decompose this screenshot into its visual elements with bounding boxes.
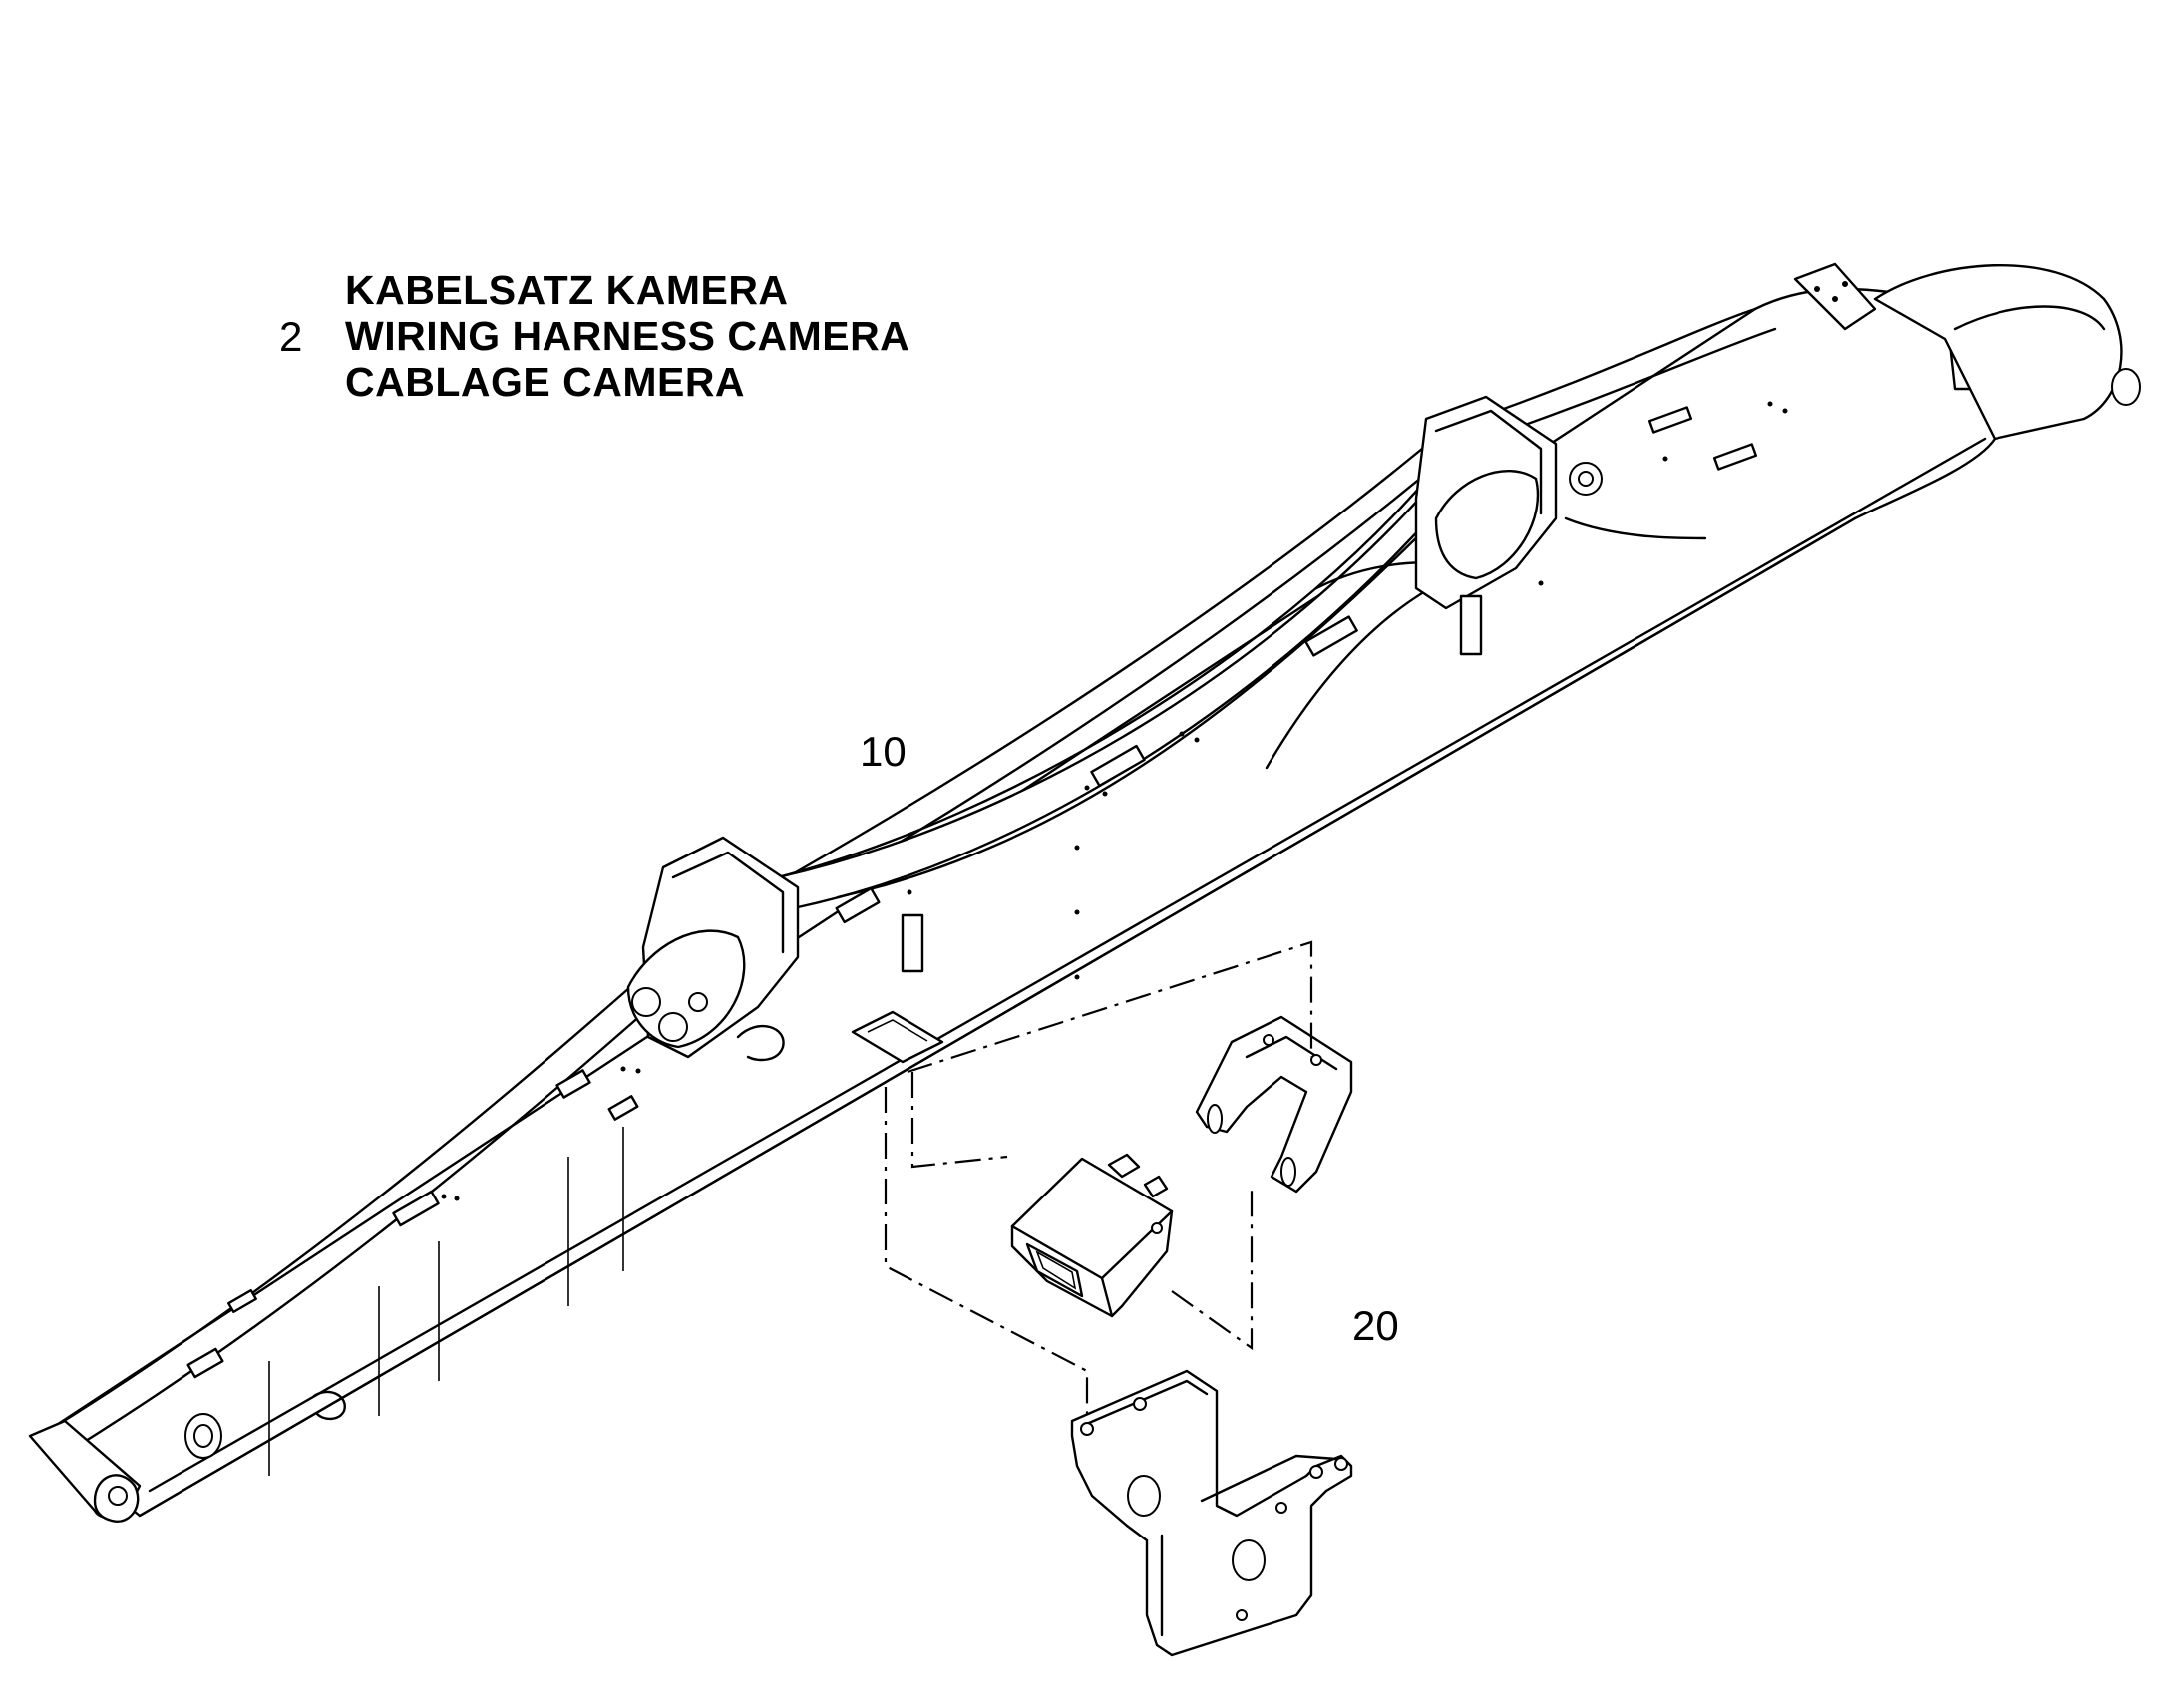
item-number: 2 bbox=[279, 313, 303, 360]
title-block: 2 KABELSATZ KAMERA WIRING HARNESS CAMERA… bbox=[279, 261, 1177, 411]
callout-boom: 10 bbox=[860, 728, 907, 775]
title-german: KABELSATZ KAMERA bbox=[345, 267, 789, 313]
title-french: CABLAGE CAMERA bbox=[345, 359, 746, 405]
title-english: WIRING HARNESS CAMERA bbox=[345, 313, 910, 359]
boom-assembly bbox=[28, 262, 2141, 1523]
callout-camera-assembly: 20 bbox=[1352, 1302, 1399, 1349]
camera-assembly bbox=[884, 940, 1353, 1657]
